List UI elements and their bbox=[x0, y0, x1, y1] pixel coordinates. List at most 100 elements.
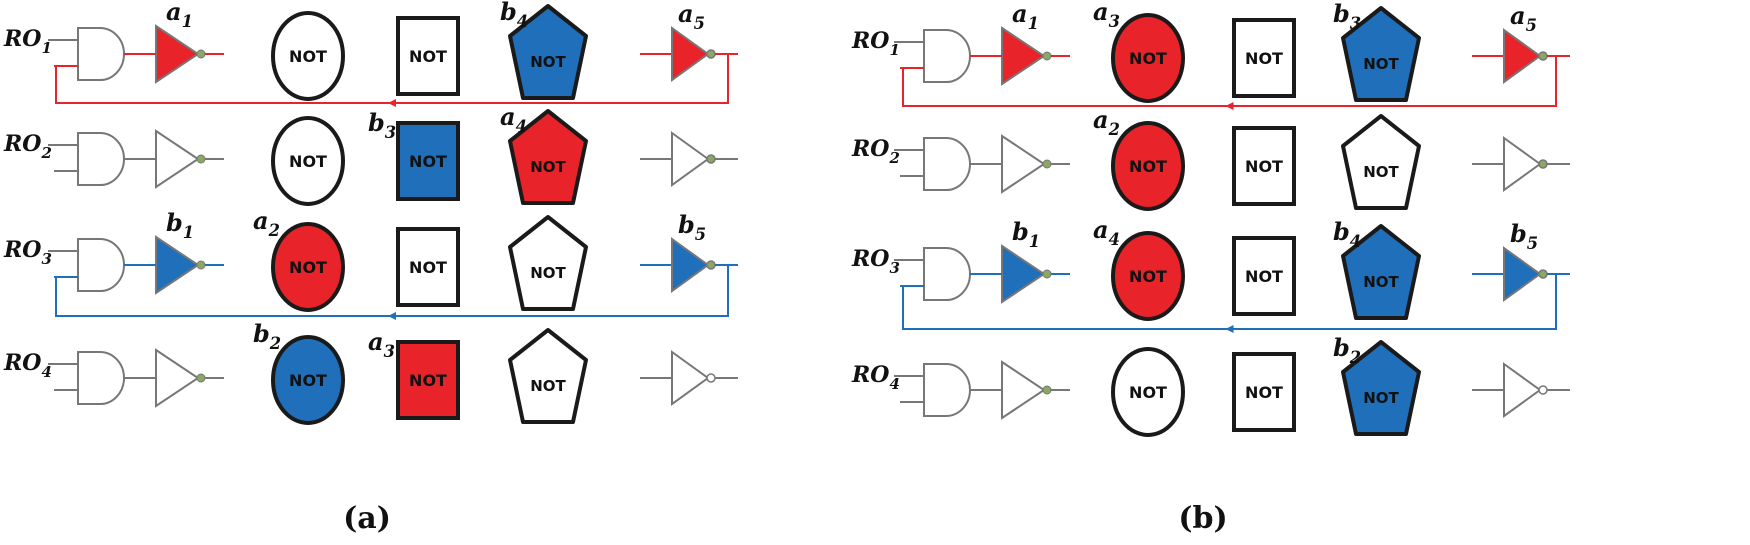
not-circle-text: NOT bbox=[289, 258, 327, 277]
gate-stage-label-index: 1 bbox=[182, 12, 193, 31]
not-circle-stage bbox=[1111, 347, 1185, 437]
pentagon-stage-label-letter: a bbox=[500, 102, 516, 131]
output-stage-label-letter: a bbox=[678, 0, 694, 28]
pentagon-stage-label: b3 bbox=[1333, 0, 1361, 33]
inverter bbox=[1001, 134, 1046, 194]
circle-stage-label-letter: a bbox=[1093, 215, 1109, 244]
circle-stage-label-letter: a bbox=[253, 206, 269, 235]
gate-stage-label-index: 1 bbox=[1028, 14, 1039, 33]
ro-label-index: 4 bbox=[41, 363, 51, 381]
not-square-stage bbox=[396, 16, 460, 96]
not-square-text: NOT bbox=[1245, 49, 1283, 68]
ro-label: RO3 bbox=[851, 246, 900, 277]
not-pentagon-text: NOT bbox=[1363, 273, 1399, 291]
pentagon-stage-label-letter: b bbox=[1333, 217, 1350, 246]
not-pentagon-stage bbox=[508, 4, 588, 100]
pentagon-stage-label-index: 2 bbox=[1349, 348, 1361, 367]
ro-label: RO4 bbox=[851, 362, 900, 393]
panel-label-b: (b) bbox=[1178, 501, 1227, 536]
output-inverter bbox=[1503, 28, 1542, 84]
gate-stage-label-letter: a bbox=[1012, 0, 1028, 28]
output-inverter-bubble bbox=[1538, 385, 1548, 395]
feedback-loop-1 bbox=[54, 54, 729, 104]
ro-label-index: 1 bbox=[889, 41, 899, 59]
not-square-stage bbox=[1232, 352, 1296, 432]
feedback-arrow-1 bbox=[1225, 102, 1234, 110]
square-stage-label: b3 bbox=[368, 108, 396, 142]
pentagon-stage-label-index: 4 bbox=[517, 12, 528, 31]
feedback-loop-1 bbox=[900, 56, 1557, 107]
and-gate bbox=[923, 29, 971, 83]
ro-label: RO2 bbox=[851, 136, 900, 167]
gate-stage-label-letter: b bbox=[1012, 217, 1029, 246]
inverter bbox=[155, 129, 200, 189]
not-square-stage bbox=[1232, 236, 1296, 316]
output-inverter-bubble bbox=[706, 154, 716, 164]
pentagon-stage-label-index: 3 bbox=[1350, 14, 1361, 33]
pentagon-stage-label-letter: b bbox=[1333, 0, 1350, 28]
output-inverter-bubble bbox=[1538, 269, 1548, 279]
ro-label-name: RO bbox=[3, 237, 41, 263]
output-inverter-bubble bbox=[1538, 51, 1548, 61]
circle-stage-label: a2 bbox=[1093, 105, 1120, 139]
not-pentagon-text: NOT bbox=[1363, 55, 1399, 73]
output-inverter bbox=[1503, 136, 1542, 192]
ro-label-name: RO bbox=[851, 246, 889, 272]
inverter-bubble bbox=[1042, 385, 1052, 395]
not-pentagon-stage bbox=[1341, 114, 1421, 210]
and-gate bbox=[77, 351, 125, 405]
not-pentagon-text: NOT bbox=[530, 264, 566, 282]
circle-stage-label-index: 2 bbox=[269, 334, 281, 353]
not-circle-text: NOT bbox=[289, 152, 327, 171]
not-square-text: NOT bbox=[1245, 157, 1283, 176]
ro-label-index: 2 bbox=[40, 144, 51, 162]
inverter-bubble bbox=[196, 373, 206, 383]
pentagon-stage-label: b2 bbox=[1333, 333, 1361, 367]
inverter bbox=[1001, 244, 1046, 304]
not-pentagon-text: NOT bbox=[1363, 389, 1399, 407]
not-square-text: NOT bbox=[409, 152, 447, 171]
inverter-bubble bbox=[1042, 269, 1052, 279]
output-inverter bbox=[1503, 246, 1542, 302]
output-stage-label-letter: a bbox=[1510, 1, 1526, 30]
and-gate bbox=[77, 132, 125, 186]
ro-label-name: RO bbox=[3, 131, 41, 157]
inverter-bubble bbox=[1042, 159, 1052, 169]
output-stage-label-index: 5 bbox=[1526, 16, 1537, 35]
gate-stage-label: b1 bbox=[166, 208, 194, 242]
output-stage-label-index: 5 bbox=[695, 225, 706, 244]
output-stage-label: a5 bbox=[1510, 1, 1537, 35]
output-stage-label-letter: b bbox=[678, 210, 695, 239]
ro-label-name: RO bbox=[851, 136, 889, 162]
output-stage-label: b5 bbox=[1510, 219, 1538, 253]
square-stage-label-index: 3 bbox=[385, 123, 396, 142]
not-pentagon-text: NOT bbox=[530, 53, 566, 71]
not-square-stage bbox=[396, 340, 460, 420]
ro-label-name: RO bbox=[3, 26, 41, 52]
feedback-arrow-3 bbox=[1225, 325, 1234, 333]
gate-stage-label: a1 bbox=[1012, 0, 1039, 33]
output-inverter bbox=[1503, 362, 1542, 418]
and-gate bbox=[923, 247, 971, 301]
not-pentagon-text: NOT bbox=[1363, 163, 1399, 181]
and-gate bbox=[77, 27, 125, 81]
gate-stage-label: b1 bbox=[1012, 217, 1040, 251]
not-square-text: NOT bbox=[409, 371, 447, 390]
output-inverter-bubble bbox=[706, 260, 716, 270]
not-circle-stage bbox=[1111, 121, 1185, 211]
output-inverter-bubble bbox=[706, 373, 716, 383]
circle-stage-label-index: 4 bbox=[1109, 230, 1120, 249]
output-inverter bbox=[671, 131, 710, 187]
not-circle-text: NOT bbox=[1129, 267, 1167, 286]
not-circle-text: NOT bbox=[1129, 49, 1167, 68]
not-circle-stage bbox=[271, 11, 345, 101]
ro-label: RO4 bbox=[3, 350, 52, 381]
circle-stage-label-letter: a bbox=[1093, 0, 1109, 26]
